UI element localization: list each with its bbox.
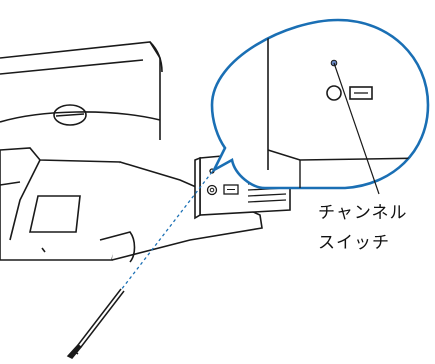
channel-switch-label: チャンネル スイッチ bbox=[318, 198, 428, 258]
audio-port-icon bbox=[327, 86, 341, 100]
audio-port-small bbox=[208, 186, 217, 195]
monitor-back-shell bbox=[0, 42, 162, 140]
pointing-stylus bbox=[68, 289, 124, 358]
magnifier-bubble bbox=[212, 20, 430, 190]
label-line-1: チャンネル bbox=[318, 198, 428, 228]
label-line-2: スイッチ bbox=[318, 228, 428, 258]
